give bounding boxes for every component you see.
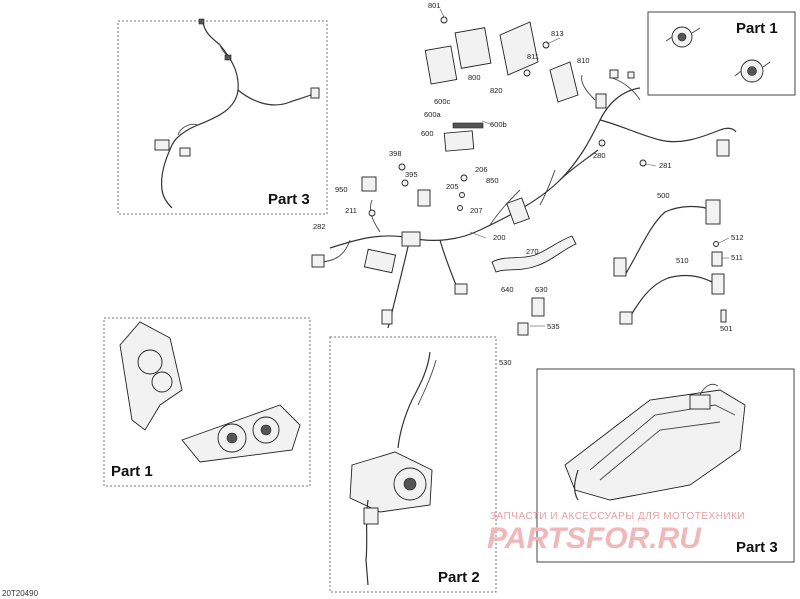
watermark-tagline: ЗАПЧАСТИ И АКСЕССУАРЫ ДЛЯ МОТОТЕХНИКИ <box>490 511 745 522</box>
callout-200: 200 <box>493 233 506 242</box>
callout-535: 535 <box>547 322 560 331</box>
part3-bottom-right-box <box>536 368 795 563</box>
fuel-tank-illustration <box>564 383 746 501</box>
part-label-bottom-right: Part 3 <box>736 539 778 556</box>
diagram-id: 20T20490 <box>2 589 39 598</box>
callout-640: 640 <box>501 285 514 294</box>
callout-500: 500 <box>657 191 670 200</box>
callout-281: 281 <box>659 161 672 170</box>
callout-800: 800 <box>468 73 481 82</box>
watermark-brand: PARTSFOR.RU <box>487 522 702 555</box>
small-parts-illustration <box>361 16 647 336</box>
callout-600c: 600c <box>434 97 451 106</box>
callout-280: 280 <box>593 151 606 160</box>
callout-801: 801 <box>428 1 441 10</box>
callout-850: 850 <box>486 176 499 185</box>
ecu-modules-illustration <box>424 21 579 152</box>
part2-light-illustration <box>349 351 437 586</box>
part3-harness-illustration <box>154 18 320 209</box>
callout-395: 395 <box>405 170 418 179</box>
callout-211: 211 <box>345 206 357 215</box>
gauge-pair-illustration <box>665 26 771 83</box>
callout-205: 205 <box>446 182 459 191</box>
callout-950: 950 <box>335 185 348 194</box>
callout-600b: 600b <box>490 120 507 129</box>
callout-630: 630 <box>535 285 548 294</box>
leader-lines <box>439 8 730 327</box>
callout-813: 813 <box>551 29 564 38</box>
callout-811: 811 <box>527 52 539 61</box>
part3-top-left-box <box>117 20 328 215</box>
part-label-top-left: Part 3 <box>268 191 310 208</box>
callout-numbers: 801 813 811 810 800 820 600c 600a 600b 6… <box>313 1 744 367</box>
callout-206: 206 <box>475 165 488 174</box>
part2-bottom-center-box <box>329 336 497 593</box>
callout-501: 501 <box>720 324 733 333</box>
callout-282: 282 <box>313 222 326 231</box>
callout-530: 530 <box>499 358 512 367</box>
part-label-bottom-left: Part 1 <box>111 463 153 480</box>
part1-bottom-left-box <box>103 317 311 487</box>
main-harness-illustration <box>311 69 737 329</box>
callout-600: 600 <box>421 129 434 138</box>
callout-511: 511 <box>731 253 743 262</box>
callout-207: 207 <box>470 206 483 215</box>
callout-512: 512 <box>731 233 744 242</box>
headlight-illustration <box>119 321 301 463</box>
part1-top-right-box <box>647 11 796 96</box>
callout-398: 398 <box>389 149 402 158</box>
callout-510: 510 <box>676 256 689 265</box>
callout-270: 270 <box>526 247 539 256</box>
callout-820: 820 <box>490 86 503 95</box>
part-label-bottom-center: Part 2 <box>438 569 480 586</box>
right-sensors-illustration <box>613 199 727 325</box>
callout-600a: 600a <box>424 110 442 119</box>
part-label-top-right: Part 1 <box>736 20 778 37</box>
callout-810: 810 <box>577 56 590 65</box>
